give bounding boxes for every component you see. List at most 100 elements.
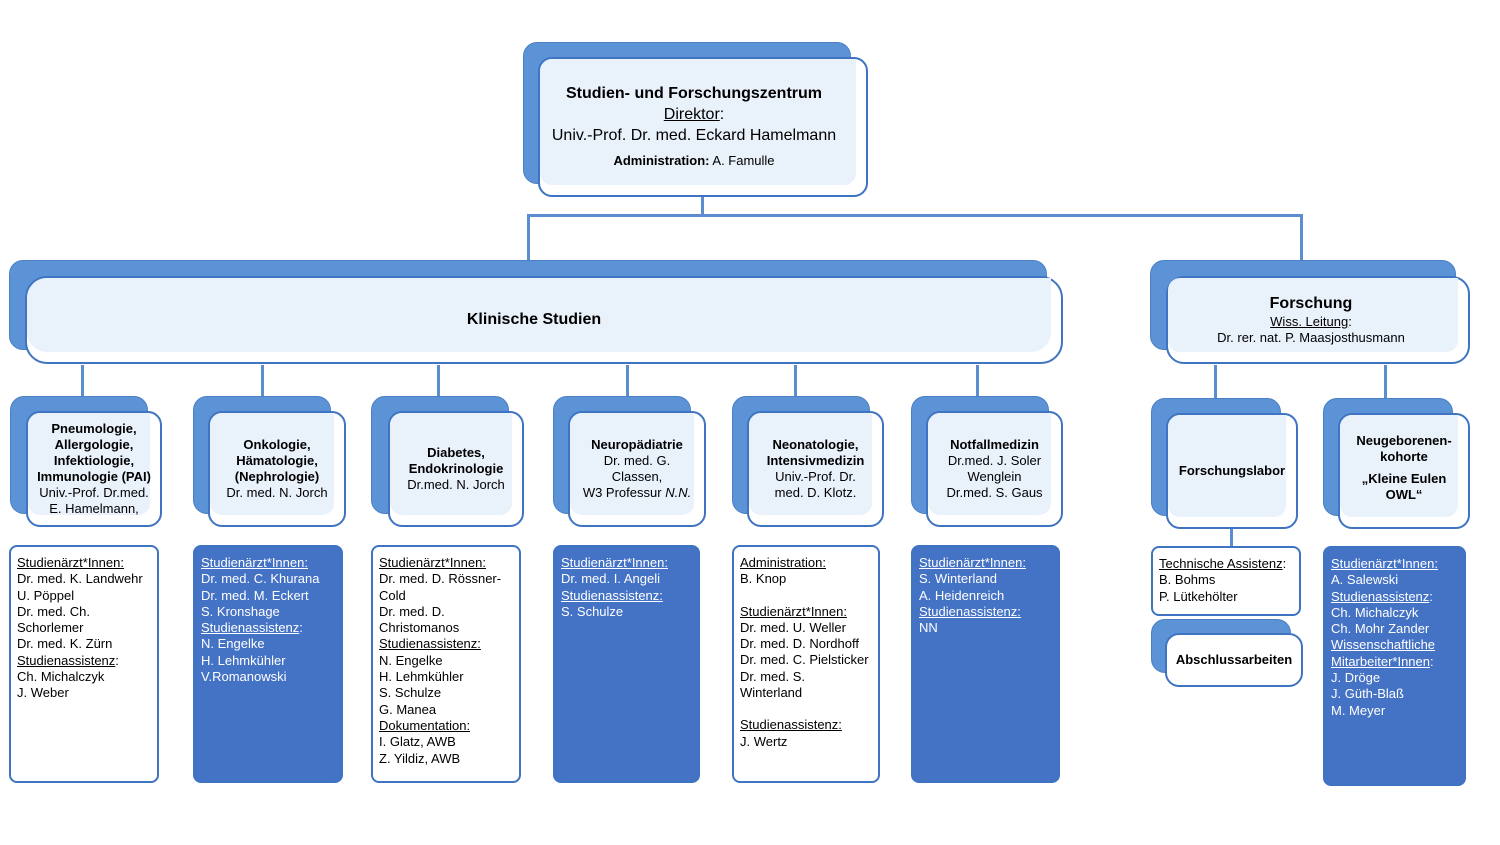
admin-label: Administration:: [613, 153, 710, 168]
role-heading-text: Studienassistenz:: [379, 636, 481, 652]
role-heading: Wissenschaftliche: [1331, 637, 1464, 653]
dept-person-line: W3 Professur: [582, 485, 662, 500]
role-heading-text: Studienassistenz:: [740, 717, 842, 733]
staff-name: Ch. Mohr Zander: [1331, 621, 1430, 637]
role-heading-text: Studienärzt*Innen:: [379, 555, 486, 570]
staff-name: Dr. med. D. Rössner-: [379, 571, 502, 587]
dept-title-line: (Nephrologie): [234, 469, 320, 484]
staff-name: A. Salewski: [1331, 572, 1399, 588]
role-heading-colon: :: [1429, 588, 1433, 604]
connector-line: [794, 365, 797, 397]
staff-name: A. Heidenreich: [919, 587, 1005, 603]
staff-name: V.Romanowski: [201, 669, 287, 685]
dept-person-italic: N.N.: [665, 485, 692, 500]
staff-name: J. Güth-Blaß: [1331, 686, 1404, 702]
dept-title-line: Allergologie,: [54, 437, 134, 452]
role-heading: Studienärzt*Innen:: [740, 604, 878, 620]
dept-title-line: Infektiologie,: [53, 453, 135, 468]
connector-line: [261, 365, 264, 397]
research-lead-label: Wiss. Leitung: [1270, 314, 1349, 329]
staff-name: H. Lehmkühler: [379, 669, 464, 685]
staff-name: Dr. med. S.: [740, 668, 806, 684]
research-lead-name: Dr. rer. nat. P. Maasjosthusmann: [1217, 330, 1405, 345]
staff-name: Dr. med. D. Nordhoff: [740, 636, 859, 652]
dept-title-line: Immunologie (PAI): [37, 469, 151, 484]
role-heading-text: Studienassistenz:: [919, 603, 1021, 619]
connector-line: [527, 214, 530, 260]
dept-title-line: Pneumologie,: [51, 421, 137, 436]
research-unit-kohorte: Neugeborenen- kohorte „Kleine Eulen OWL“: [1338, 413, 1470, 529]
staff-name: Dr. med. C. Khurana: [201, 571, 320, 587]
dept-title-line: Neonatologie,: [772, 437, 859, 452]
dept-person-line: Dr.med. J. Soler: [947, 453, 1042, 468]
research-unit-forschungslabor: Forschungslabor: [1166, 413, 1298, 529]
staff-name: J. Weber: [17, 685, 69, 701]
role-heading: Dokumentation:: [379, 718, 519, 734]
dept-title-line: Onkologie,: [243, 437, 311, 452]
role-heading-colon: :: [299, 620, 303, 636]
connector-line: [1384, 365, 1387, 399]
role-heading-text: Studienärzt*Innen:: [1331, 556, 1438, 571]
dept-title-line: Diabetes,: [427, 445, 485, 460]
research-unit-title: OWL“: [1385, 487, 1423, 502]
research-unit-title: Neugeborenen-: [1356, 433, 1452, 448]
thesis-box: Abschlussarbeiten: [1165, 633, 1303, 687]
thesis-title: Abschlussarbeiten: [1175, 652, 1293, 667]
dept-title-line: Intensivmedizin: [766, 453, 865, 468]
staff-name: S. Kronshage: [201, 603, 280, 619]
director-name: Univ.-Prof. Dr. med. Eckard Hamelmann: [551, 127, 837, 144]
dept-person-line: Dr.med. N. Jorch: [407, 477, 505, 492]
dept-box-diabetes: Diabetes, Endokrinologie Dr.med. N. Jorc…: [388, 411, 524, 527]
staff-name: U. Pöppel: [17, 587, 75, 603]
director-label: Direktor: [663, 106, 720, 123]
staff-name: M. Meyer: [1331, 702, 1386, 718]
dept-person-line: Univ.-Prof. Dr.: [775, 469, 856, 484]
dept-person-line: med. D. Klotz.: [774, 485, 857, 500]
dept-title-line: Hämatologie,: [236, 453, 318, 468]
role-heading-text: Studienärzt*Innen:: [919, 555, 1026, 570]
lab-staff-label: Technische Assistenz: [1159, 556, 1283, 571]
dept-person-line: E. Hamelmann,: [49, 501, 139, 516]
dept-box-onkologie: Onkologie, Hämatologie, (Nephrologie) Dr…: [208, 411, 346, 527]
admin-name: A. Famulle: [712, 153, 775, 168]
dept-box-neonatologie: Neonatologie, Intensivmedizin Univ.-Prof…: [747, 411, 884, 527]
dept-box-notfallmedizin: Notfallmedizin Dr.med. J. Soler Wenglein…: [926, 411, 1063, 527]
lab-staff-colon: :: [1282, 556, 1287, 571]
dept-person-line: Univ.-Prof. Dr.med.: [39, 485, 149, 500]
staff-name: Z. Yildiz, AWB: [379, 750, 461, 766]
staff-name: Winterland: [740, 685, 803, 701]
staff-name: Dr. med. K. Zürn: [17, 636, 113, 652]
staff-name: Dr. med. M. Eckert: [201, 587, 309, 603]
role-heading: Studienärzt*Innen:: [1331, 556, 1464, 572]
role-heading: Studienassistenz:: [379, 636, 519, 652]
dept-box-pneumologie: Pneumologie, Allergologie, Infektiologie…: [26, 411, 162, 527]
staff-name: Schorlemer: [17, 620, 84, 636]
role-heading-colon: :: [115, 652, 119, 668]
role-heading: Studienassistenz:: [561, 588, 698, 604]
role-heading: Studienassistenz:: [919, 604, 1058, 620]
list-spacer: [740, 701, 878, 717]
staff-name: J. Wertz: [740, 733, 788, 749]
dept-title-line: Endokrinologie: [408, 461, 504, 476]
lab-staff-name: B. Bohms: [1159, 572, 1216, 588]
lab-staff-name: P. Lütkehölter: [1159, 588, 1238, 604]
staff-name: Ch. Michalczyk: [1331, 604, 1419, 620]
connector-line: [1214, 365, 1217, 399]
role-heading-text: Studienassistenz: [1331, 588, 1430, 604]
role-heading-text: Studienärzt*Innen:: [740, 603, 847, 619]
staff-name: Dr. med. Ch.: [17, 603, 90, 619]
research-unit-title: kohorte: [1380, 449, 1428, 464]
role-heading-text: Wissenschaftliche: [1331, 637, 1436, 653]
role-heading: Studienärzt*Innen:: [561, 555, 698, 571]
dept-title-line: Notfallmedizin: [950, 437, 1039, 452]
dept-title-line: Neuropädiatrie: [591, 437, 683, 452]
staff-name: S. Schulze: [379, 685, 442, 701]
dept-person-line: Dr. med. G.: [603, 453, 671, 468]
staff-name: Ch. Michalczyk: [17, 669, 105, 685]
research-box: Forschung Wiss. Leitung: Dr. rer. nat. P…: [1166, 276, 1470, 364]
role-heading: Studienärzt*Innen:: [919, 555, 1058, 571]
